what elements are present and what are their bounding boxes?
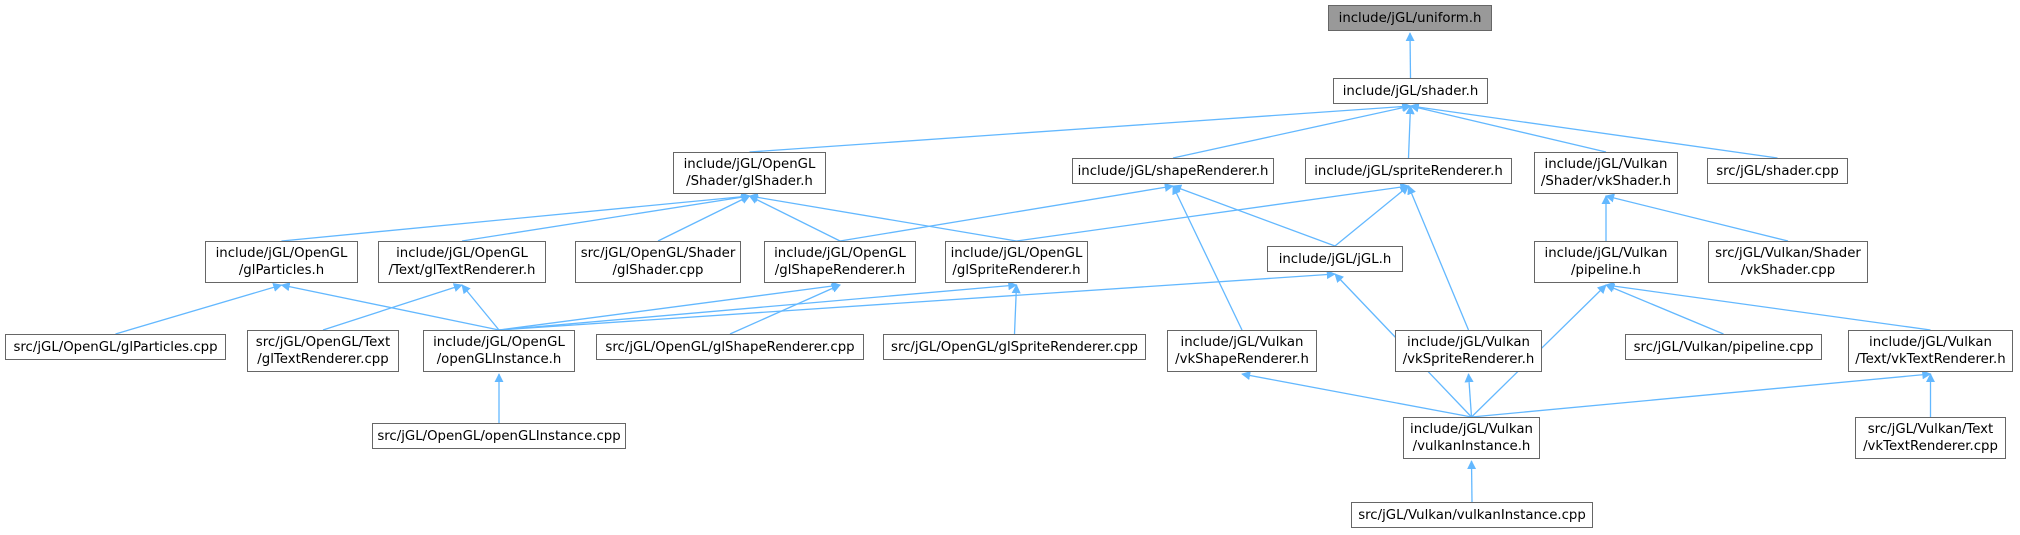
node-vulkaninstance-h[interactable]: include/jGL/Vulkan /vulkanInstance.h bbox=[1403, 417, 1540, 459]
node-glspriterenderer-cpp[interactable]: src/jGL/OpenGL/glSpriteRenderer.cpp bbox=[883, 334, 1146, 360]
node-glshader-h[interactable]: include/jGL/OpenGL /Shader/glShader.h bbox=[673, 152, 826, 194]
edge-shader_cpp-to-shader_h bbox=[1409, 102, 1778, 159]
node-glparticles-h[interactable]: include/jGL/OpenGL /glParticles.h bbox=[205, 241, 358, 283]
node-vkshader-h[interactable]: include/jGL/Vulkan /Shader/vkShader.h bbox=[1534, 152, 1678, 194]
edge-vktextrenderer_h-to-pipeline_h bbox=[1605, 281, 1931, 331]
node-shaperenderer-h[interactable]: include/jGL/shapeRenderer.h bbox=[1072, 158, 1274, 184]
edge-openglinstance_h-to-glshaperenderer_h bbox=[498, 281, 841, 331]
edge-pipeline_cpp-to-pipeline_h bbox=[1605, 283, 1724, 335]
edge-spriterenderer_h-to-shader_h bbox=[1405, 105, 1415, 159]
node-pipeline-h[interactable]: include/jGL/Vulkan /pipeline.h bbox=[1534, 241, 1678, 283]
edge-vulkaninstance_h-to-vkshaperenderer_h bbox=[1241, 371, 1472, 418]
node-openglinstance-cpp[interactable]: src/jGL/OpenGL/openGLInstance.cpp bbox=[372, 423, 626, 449]
edge-vkshader_cpp-to-vkshader_h bbox=[1605, 193, 1789, 242]
edge-shader_h-to-uniform_h bbox=[1405, 32, 1415, 79]
edge-jgl_h-to-spriterenderer_h bbox=[1334, 185, 1410, 247]
node-glshader-cpp[interactable]: src/jGL/OpenGL/Shader /glShader.cpp bbox=[575, 241, 741, 283]
edge-glspriterenderer_h-to-glshader_h bbox=[748, 192, 1017, 242]
node-pipeline-cpp[interactable]: src/jGL/Vulkan/pipeline.cpp bbox=[1625, 334, 1822, 360]
edge-vkspriterenderer_h-to-spriterenderer_h bbox=[1407, 185, 1470, 331]
node-glspriterenderer-h[interactable]: include/jGL/OpenGL /glSpriteRenderer.h bbox=[945, 241, 1088, 283]
node-spriterenderer-h[interactable]: include/jGL/spriteRenderer.h bbox=[1305, 158, 1512, 184]
edge-openglinstance_h-to-glparticles_h bbox=[280, 282, 500, 331]
edge-vulkaninstance_h-to-vkspriterenderer_h bbox=[1464, 373, 1474, 418]
node-glshaperenderer-cpp[interactable]: src/jGL/OpenGL/glShapeRenderer.cpp bbox=[596, 334, 864, 360]
edge-glshaperenderer_h-to-shaperenderer_h bbox=[839, 182, 1174, 242]
edge-glshader_h-to-shader_h bbox=[749, 102, 1412, 153]
edge-gltextrenderer_h-to-glshader_h bbox=[461, 192, 751, 242]
node-glparticles-cpp[interactable]: src/jGL/OpenGL/glParticles.cpp bbox=[5, 334, 226, 360]
edge-vulkaninstance_h-to-vktextrenderer_h bbox=[1471, 370, 1932, 418]
node-vulkaninstance-cpp[interactable]: src/jGL/Vulkan/vulkanInstance.cpp bbox=[1351, 502, 1593, 528]
edge-gltextrenderer_cpp-to-gltextrenderer_h bbox=[322, 283, 463, 331]
edge-glshaperenderer_h-to-glshader_h bbox=[748, 195, 841, 242]
edge-openglinstance_h-to-jgl_h bbox=[498, 270, 1336, 331]
node-vkspriterenderer-h[interactable]: include/jGL/Vulkan /vkSpriteRenderer.h bbox=[1395, 330, 1542, 372]
edge-glspriterenderer_cpp-to-glspriterenderer_h bbox=[1011, 284, 1021, 335]
edge-glparticles_h-to-glshader_h bbox=[281, 192, 751, 242]
node-openglinstance-h[interactable]: include/jGL/OpenGL /openGLInstance.h bbox=[423, 330, 575, 372]
node-gltextrenderer-cpp[interactable]: src/jGL/OpenGL/Text /glTextRenderer.cpp bbox=[247, 330, 399, 372]
node-shader-cpp[interactable]: src/jGL/shader.cpp bbox=[1707, 158, 1848, 184]
edge-openglinstance_h-to-gltextrenderer_h bbox=[461, 284, 500, 331]
edge-jgl_h-to-shaperenderer_h bbox=[1172, 184, 1336, 247]
node-gltextrenderer-h[interactable]: include/jGL/OpenGL /Text/glTextRenderer.… bbox=[378, 241, 546, 283]
edge-glshader_cpp-to-glshader_h bbox=[657, 195, 751, 242]
node-shader-h[interactable]: include/jGL/shader.h bbox=[1333, 78, 1488, 104]
edge-shaperenderer_h-to-shader_h bbox=[1172, 103, 1412, 159]
edge-glshaperenderer_cpp-to-glshaperenderer_h bbox=[729, 284, 841, 335]
edge-vkshader_h-to-shader_h bbox=[1409, 103, 1607, 153]
edge-vkshaperenderer_h-to-shaperenderer_h bbox=[1172, 185, 1243, 331]
node-vktextrenderer-cpp[interactable]: src/jGL/Vulkan/Text /vkTextRenderer.cpp bbox=[1855, 417, 2006, 459]
node-vkshader-cpp[interactable]: src/jGL/Vulkan/Shader /vkShader.cpp bbox=[1708, 241, 1868, 283]
edge-openglinstance_h-to-glspriterenderer_h bbox=[498, 281, 1018, 331]
edge-glspriterenderer_h-to-spriterenderer_h bbox=[1016, 182, 1410, 242]
node-jgl-h[interactable]: include/jGL/jGL.h bbox=[1267, 246, 1403, 272]
node-glshaperenderer-h[interactable]: include/jGL/OpenGL /glShapeRenderer.h bbox=[764, 241, 916, 283]
node-vktextrenderer-h[interactable]: include/jGL/Vulkan /Text/vkTextRenderer.… bbox=[1848, 330, 2013, 372]
edge-vulkaninstance_cpp-to-vulkaninstance_h bbox=[1467, 460, 1477, 503]
node-uniform-h: include/jGL/uniform.h bbox=[1328, 5, 1492, 31]
edge-glparticles_cpp-to-glparticles_h bbox=[115, 282, 283, 335]
node-vkshaperenderer-h[interactable]: include/jGL/Vulkan /vkShapeRenderer.h bbox=[1167, 330, 1317, 372]
